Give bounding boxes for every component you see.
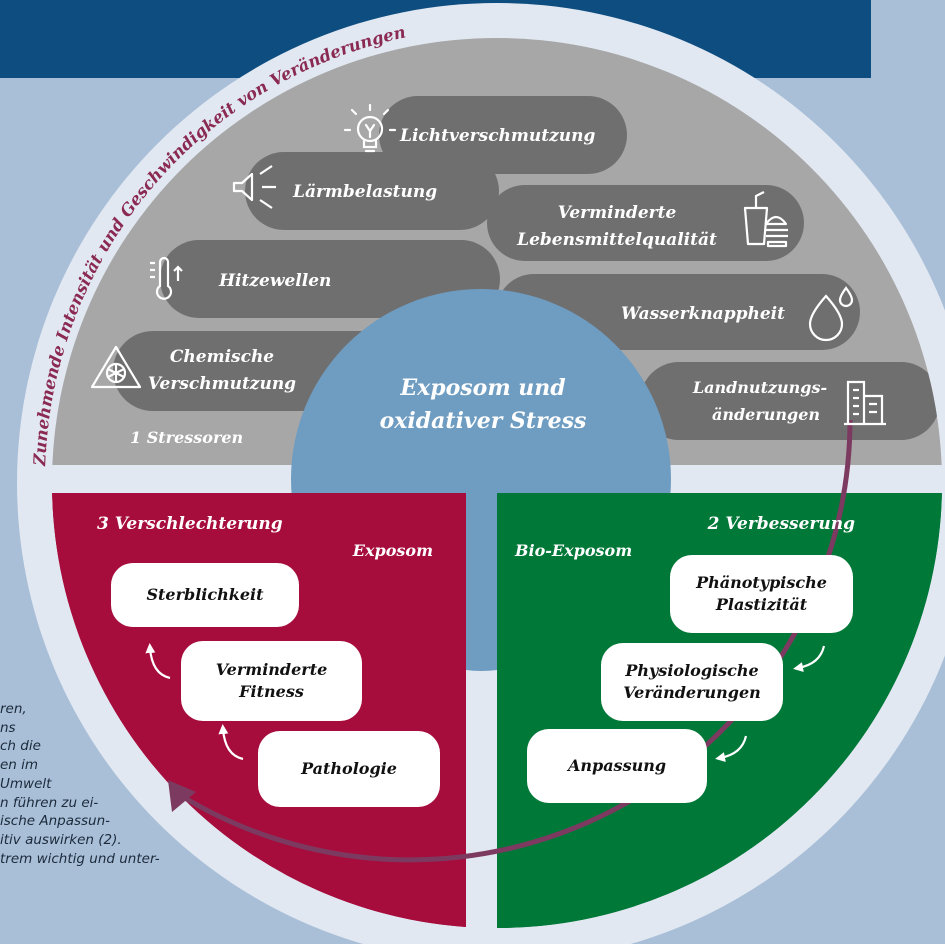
center-title-line2: oxidativer Stress [380,408,587,434]
water-drops-icon [808,286,854,342]
label-landnutzungs: Landnutzungs- [692,378,827,397]
pill-landnutzungsaenderungen [640,362,940,440]
pill-lebensmittelqualitaet [487,185,804,261]
side-text: ren, ns ch die en im Umwelt n führen zu … [0,700,180,868]
stressors-title: 1 Stressoren [130,428,243,447]
pill-laermbelastung [245,152,499,230]
side-text-line: ns [0,719,16,736]
quadrant-edge [400,493,466,655]
worsening-arrows [145,643,244,761]
lightbulb-icon [343,103,397,153]
loudspeaker-icon [232,165,276,209]
label-lichtverschmutzung: Lichtverschmutzung [399,126,595,146]
center-bridge [466,493,497,671]
side-text-line: ische Anpassun- [0,813,111,830]
worsening-subtitle: Exposom [352,541,433,560]
label-verschmutzung: Verschmutzung [148,374,296,394]
side-text-line: Umwelt [0,775,52,792]
label-hitzewellen: Hitzewellen [218,271,331,291]
improvement-title: 2 Verbesserung [707,514,855,534]
worsening-title: 3 Verschlechterung [97,514,283,534]
label-aenderungen: änderungen [712,405,820,424]
label-wasserknappheit: Wasserknappheit [621,304,785,324]
curved-arrow-icon [793,645,826,673]
improvement-subtitle: Bio-Exposom [514,541,632,560]
improvement-arrows [715,645,826,763]
label-verminderte: Verminderte [558,203,677,223]
label-chemische: Chemische [170,347,274,367]
curved-arrow-icon [218,724,244,761]
label-laermbelastung: Lärmbelastung [292,182,437,202]
label-lebensmittelqualitaet: Lebensmittelqualität [516,230,717,250]
center-title-line1: Exposom und [399,375,565,401]
pill-physiologische-veraenderungen: Physiologische Veränderungen [601,643,783,721]
side-text-line: trem wichtig und unter- [0,850,160,867]
pill-pathologie: Pathologie [258,731,440,807]
fast-food-icon [743,191,788,248]
hazard-icon [90,345,142,389]
side-text-line: ch die [0,738,41,755]
pill-anpassung: Anpassung [527,729,707,803]
side-text-line: en im [0,757,39,774]
pill-sterblichkeit: Sterblichkeit [111,563,299,627]
buildings-icon [844,380,886,426]
cycle-arrowhead [168,780,196,812]
pill-verminderte-fitness: Verminderte Fitness [181,641,362,721]
side-text-line: n führen zu ei- [0,794,99,811]
pill-hitzewellen [160,240,500,318]
side-text-line: itiv auswirken (2). [0,831,122,848]
curved-arrow-icon [145,643,171,680]
pill-phaenotypische-plastizitaet: Phänotypische Plastizität [670,555,853,633]
side-text-line: ren, [0,701,27,717]
thermometer-icon [150,256,183,300]
curved-arrow-icon [715,735,748,763]
